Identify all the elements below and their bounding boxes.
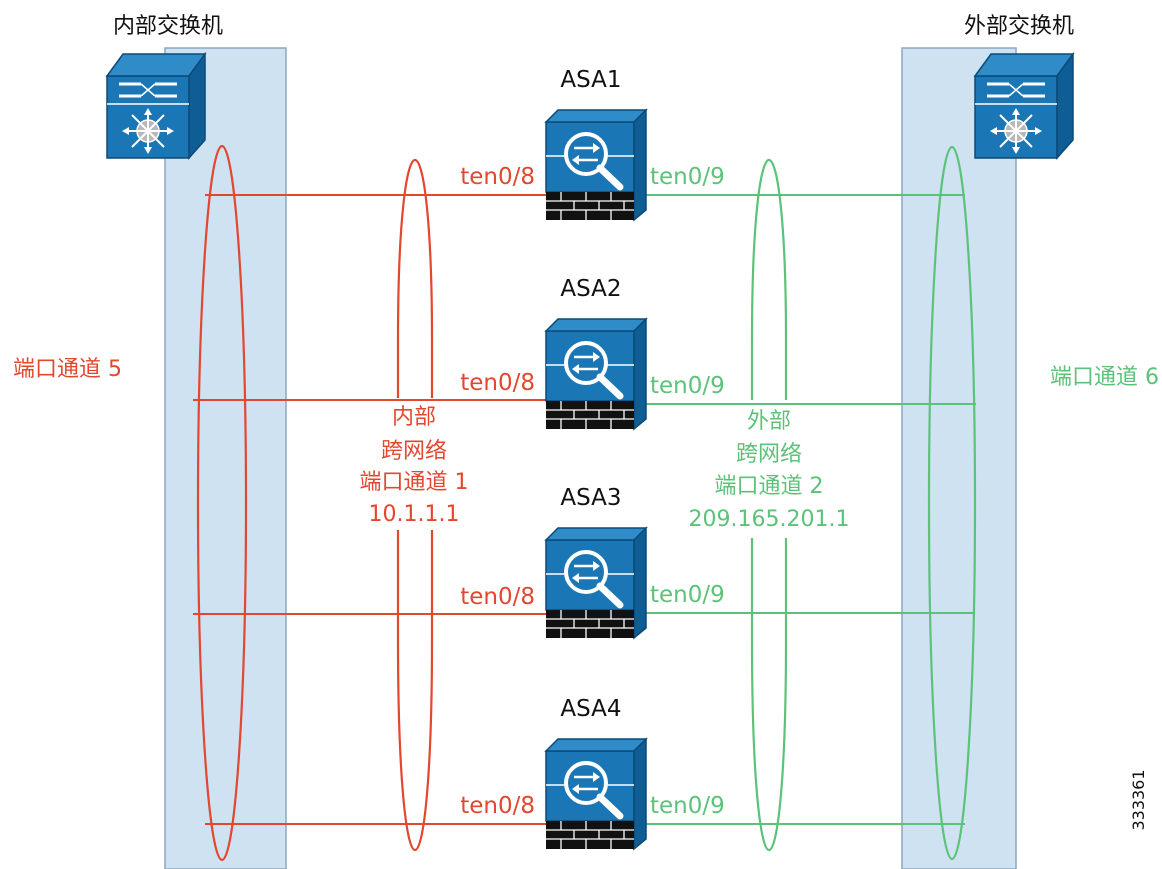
- inside-switch-label: 内部交换机: [113, 14, 223, 39]
- asa3-name: ASA3: [560, 485, 621, 511]
- port-channel-6-ellipse: [927, 145, 977, 861]
- asa4-firewall-icon[interactable]: [546, 739, 646, 849]
- asa4-outside-port-label: ten0/9: [650, 793, 725, 819]
- asa4-inside-port-label: ten0/8: [460, 793, 535, 819]
- outside-switch-icon[interactable]: [973, 52, 1075, 160]
- port-channel-5-ellipse: [196, 144, 248, 862]
- spanned-port-channel-1-ellipse-bottom: [396, 530, 434, 851]
- asa4-name: ASA4: [560, 696, 621, 722]
- spanned-outside-line2: 跨网络: [736, 442, 802, 467]
- asa3-firewall-icon[interactable]: [546, 528, 646, 638]
- port-channel-6-label: 端口通道 6: [1050, 365, 1159, 390]
- spanned-port-channel-1-ellipse-top: [396, 159, 434, 398]
- asa2-outside-port-label: ten0/9: [650, 373, 725, 399]
- asa1-inside-port-label: ten0/8: [460, 164, 535, 190]
- spanned-inside-line1: 内部: [392, 405, 436, 430]
- figure-id: 333361: [1129, 769, 1148, 830]
- spanned-outside-line1: 外部: [747, 409, 791, 434]
- asa2-firewall-icon[interactable]: [546, 319, 646, 429]
- asa3-inside-port-label: ten0/8: [460, 584, 535, 610]
- port-channel-5-label: 端口通道 5: [13, 357, 122, 382]
- asa2-inside-port-label: ten0/8: [460, 370, 535, 396]
- spanned-inside-line3: 端口通道 1: [360, 470, 469, 495]
- spanned-outside-line3: 端口通道 2: [715, 474, 824, 499]
- spanned-port-channel-2-ellipse-bottom: [750, 538, 788, 851]
- inside-switch-column: [164, 47, 287, 869]
- spanned-inside-line2: 跨网络: [381, 439, 447, 464]
- spanned-port-channel-2-ellipse-top: [750, 159, 788, 400]
- asa1-outside-port-label: ten0/9: [650, 164, 725, 190]
- spanned-outside-line4: 209.165.201.1: [689, 507, 850, 532]
- outside-switch-label: 外部交换机: [964, 14, 1074, 39]
- inside-switch-icon[interactable]: [105, 52, 207, 160]
- asa2-name: ASA2: [560, 276, 621, 302]
- asa3-outside-port-label: ten0/9: [650, 582, 725, 608]
- spanned-inside-line4: 10.1.1.1: [369, 502, 460, 527]
- asa1-name: ASA1: [560, 67, 621, 93]
- asa1-firewall-icon[interactable]: [546, 110, 646, 220]
- outside-switch-column: [901, 47, 1017, 869]
